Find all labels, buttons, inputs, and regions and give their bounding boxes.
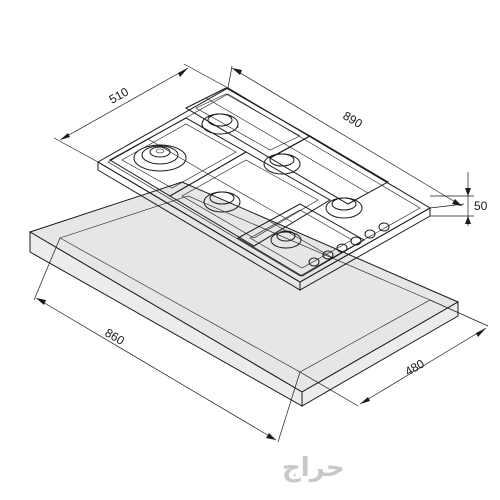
knob	[336, 243, 348, 253]
burner-front-left	[203, 191, 241, 213]
dim-top-depth: 510	[53, 63, 229, 163]
dim-line	[59, 67, 189, 141]
ext-line	[277, 371, 301, 443]
grate-front	[236, 203, 366, 277]
burner-right	[325, 197, 363, 219]
ext-line	[53, 137, 99, 163]
arrow	[360, 397, 370, 404]
dim-top-width: 890	[227, 65, 465, 209]
grate-bar	[207, 173, 293, 223]
knob	[350, 236, 362, 246]
knob	[378, 222, 390, 232]
dim-label-510: 510	[107, 85, 132, 107]
burner-center	[155, 148, 165, 154]
knob	[364, 229, 376, 239]
burner-cap	[331, 197, 357, 211]
ext-line	[429, 299, 489, 327]
watermark-logo: حراج	[282, 453, 345, 483]
dim-label-890: 890	[340, 109, 365, 131]
slab-right-side	[301, 301, 459, 407]
grate-center-inner	[181, 159, 319, 239]
arrow	[178, 68, 188, 77]
arrow	[266, 433, 276, 440]
control-knobs	[308, 222, 390, 267]
arrow	[476, 328, 486, 337]
arrow	[232, 68, 242, 75]
arrow	[465, 188, 471, 196]
grate-center	[169, 151, 331, 247]
burner-cap	[276, 230, 296, 242]
burner-wok	[133, 144, 187, 172]
grate-rear-inner	[195, 93, 301, 151]
burner-base	[263, 153, 301, 175]
grate-bar	[289, 146, 369, 194]
dim-label-480: 480	[403, 356, 428, 378]
knob	[308, 257, 320, 267]
dim-line	[231, 67, 463, 207]
ext-line	[183, 63, 229, 89]
knob	[322, 250, 334, 260]
arrow	[465, 216, 471, 224]
burner-base	[201, 113, 239, 135]
grate-front-inner	[249, 209, 353, 269]
burners	[133, 113, 363, 249]
burner-rear-center	[201, 113, 239, 135]
ext-line	[299, 371, 359, 407]
arrow	[36, 298, 46, 305]
burner-base	[270, 231, 302, 249]
burner-cap	[149, 146, 171, 158]
grate-left-inner	[121, 123, 237, 189]
arrow	[452, 199, 462, 206]
dim-label-860: 860	[102, 326, 127, 348]
hob	[97, 87, 431, 291]
burner-ring	[141, 145, 179, 165]
dim-line	[359, 327, 487, 405]
grate-bar	[205, 97, 291, 148]
burner-base	[325, 197, 363, 219]
ext-line	[33, 237, 61, 301]
burner-cap	[209, 191, 235, 205]
grate-right	[268, 135, 390, 205]
dim-line	[35, 297, 277, 441]
burner-cap	[207, 113, 233, 127]
burner-cap-outer	[133, 144, 187, 172]
dim-label-50: 50	[474, 199, 488, 213]
arrow	[60, 133, 70, 140]
burner-front-center	[270, 230, 302, 249]
ext-line	[227, 65, 233, 89]
burner-rear-right	[263, 153, 301, 175]
burner-cap	[269, 153, 295, 167]
hob-inner-border	[107, 93, 421, 277]
countertop-cutout	[28, 181, 460, 407]
dim-height: 50	[430, 172, 488, 226]
